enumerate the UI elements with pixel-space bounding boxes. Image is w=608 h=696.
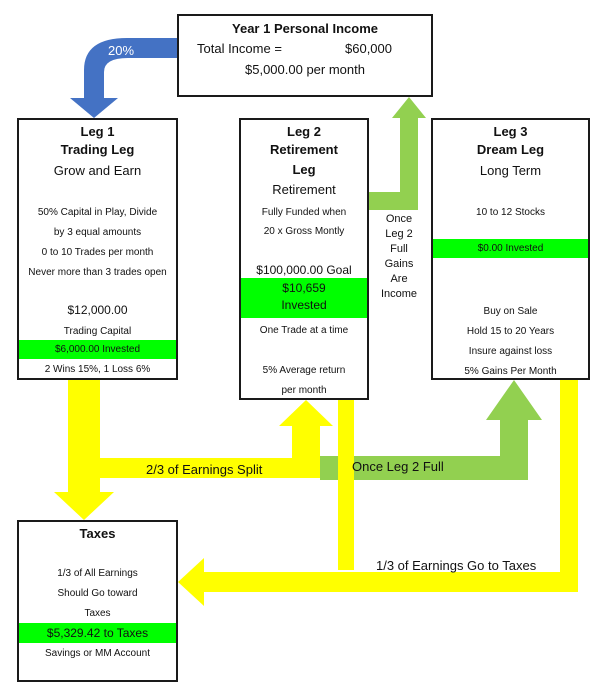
total-income-value: $60,000: [345, 41, 392, 56]
leg2-note: One Trade at a time: [259, 325, 349, 336]
leg1-note: 2 Wins 15%, 1 Loss 6%: [44, 364, 151, 375]
income-title: Year 1 Personal Income: [232, 21, 378, 36]
income-box: Year 1 Personal Income Total Income = $6…: [177, 14, 433, 97]
leg1-rule: 0 to 10 Trades per month: [41, 247, 154, 258]
monthly-income: $5,000.00 per month: [245, 62, 365, 77]
percent-curved-arrow: [70, 38, 178, 118]
leg1-down-to-taxes-arrow: [54, 378, 114, 520]
total-income-label: Total Income =: [197, 41, 282, 56]
once-leg2-line: Leg 2: [385, 228, 413, 240]
leg3-rule: Buy on Sale: [483, 306, 538, 317]
leg2-rule: 20 x Gross Montly: [263, 226, 345, 237]
percent-label: 20%: [108, 43, 135, 58]
taxes-rule: 1/3 of All Earnings: [57, 568, 138, 579]
taxes-box: Taxes 1/3 of All Earnings Should Go towa…: [17, 520, 178, 682]
leg2-box: Leg 2 Retirement Leg Retirement Fully Fu…: [239, 118, 369, 400]
leg1-rule: Never more than 3 trades open: [28, 267, 167, 278]
leg2-goal: $100,000.00 Goal: [256, 263, 352, 277]
once-leg2-full-label: Once Leg 2 Full: [352, 459, 444, 474]
leg2-up-arrow: [279, 400, 333, 478]
leg3-rule: Insure against loss: [468, 346, 553, 357]
taxes-third-label: 1/3 of Earnings Go to Taxes: [376, 558, 537, 573]
leg2-return: per month: [281, 385, 327, 396]
once-leg2-line: Are: [390, 273, 408, 285]
leg3-box: Leg 3 Dream Leg Long Term 10 to 12 Stock…: [431, 118, 590, 380]
leg1-box: Leg 1 Trading Leg Grow and Earn 50% Capi…: [17, 118, 178, 380]
leg1-rule: 50% Capital in Play, Divide: [37, 207, 158, 218]
leg2-tagline: Retirement: [272, 182, 336, 197]
leg3-rule: Hold 15 to 20 Years: [466, 326, 555, 337]
taxes-title: Taxes: [79, 526, 116, 541]
once-leg2-label: Once Leg 2 Full Gains Are Income: [372, 212, 426, 302]
taxes-amount: $5,329.42 to Taxes: [19, 623, 176, 643]
leg1-invested: $6,000.00 Invested: [19, 340, 176, 359]
leg2-subtitle: Leg: [292, 162, 316, 177]
leg1-title: Leg 1: [80, 124, 115, 139]
taxes-rule: Taxes: [84, 608, 111, 619]
leg2-subtitle: Retirement: [270, 142, 338, 157]
leg1-capital: $12,000.00: [67, 303, 128, 317]
leg3-title: Leg 3: [493, 124, 528, 139]
leg3-tagline: Long Term: [479, 163, 542, 178]
leg2-return: 5% Average return: [262, 365, 346, 376]
leg2-invested-amount: $10,659: [282, 281, 326, 295]
leg3-stocks: 10 to 12 Stocks: [476, 207, 545, 218]
once-leg2-line: Once: [385, 213, 413, 225]
taxes-rule: Should Go toward: [57, 588, 138, 599]
split-to-leg2-arrow: [100, 458, 322, 478]
taxes-third-arrow: [178, 380, 578, 606]
leg1-tagline: Grow and Earn: [53, 163, 142, 178]
leg3-invested: $0.00 Invested: [433, 239, 588, 258]
once-leg2-line: Income: [380, 288, 418, 300]
leg1-subtitle: Trading Leg: [60, 142, 135, 157]
leg3-rule: 5% Gains Per Month: [464, 366, 557, 377]
split-label: 2/3 of Earnings Split: [146, 462, 263, 477]
leg2-invested: $10,659 Invested: [241, 278, 367, 318]
leg1-rule: by 3 equal amounts: [53, 227, 142, 238]
taxes-note: Savings or MM Account: [44, 648, 151, 659]
leg2-title: Leg 2: [287, 124, 321, 139]
leg2-rule: Fully Funded when: [261, 207, 347, 218]
once-leg2-line: Full: [390, 243, 408, 255]
once-leg2-line: Gains: [384, 258, 414, 270]
leg1-capital-label: Trading Capital: [63, 326, 132, 337]
leg3-subtitle: Dream Leg: [476, 142, 545, 157]
leg2-to-income-arrow: [368, 97, 426, 210]
leg2-invested-label: Invested: [281, 298, 327, 312]
leg2-down-arrow: [338, 400, 354, 570]
